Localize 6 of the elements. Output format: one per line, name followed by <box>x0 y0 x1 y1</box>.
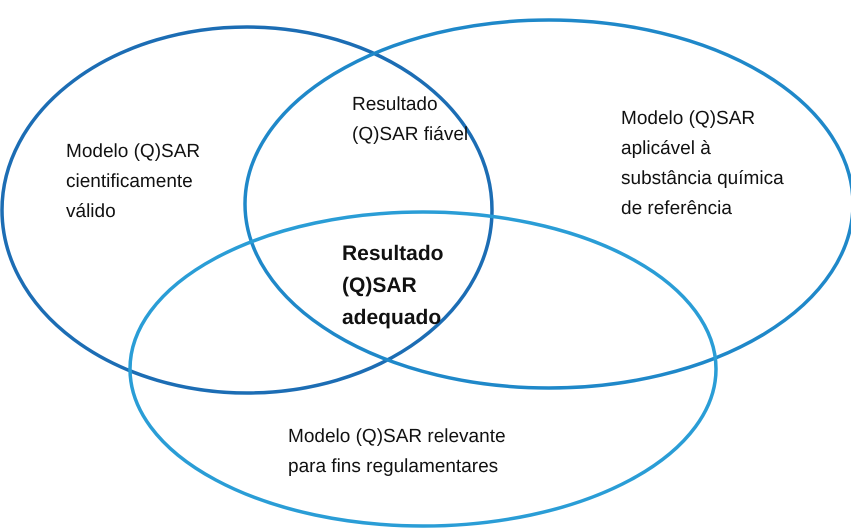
intersection-label: Resultado (Q)SAR fiável <box>352 93 470 147</box>
set-label: Modelo (Q)SAR cientificamente válido <box>66 140 202 224</box>
set-label: Modelo (Q)SAR relevante para fins regulamentares <box>288 425 507 479</box>
venn-ellipse <box>0 25 494 395</box>
set-label: Modelo (Q)SAR aplicável à substância química de referência <box>621 107 785 221</box>
intersection-title: Resultado (Q)SAR adequado <box>342 241 445 331</box>
